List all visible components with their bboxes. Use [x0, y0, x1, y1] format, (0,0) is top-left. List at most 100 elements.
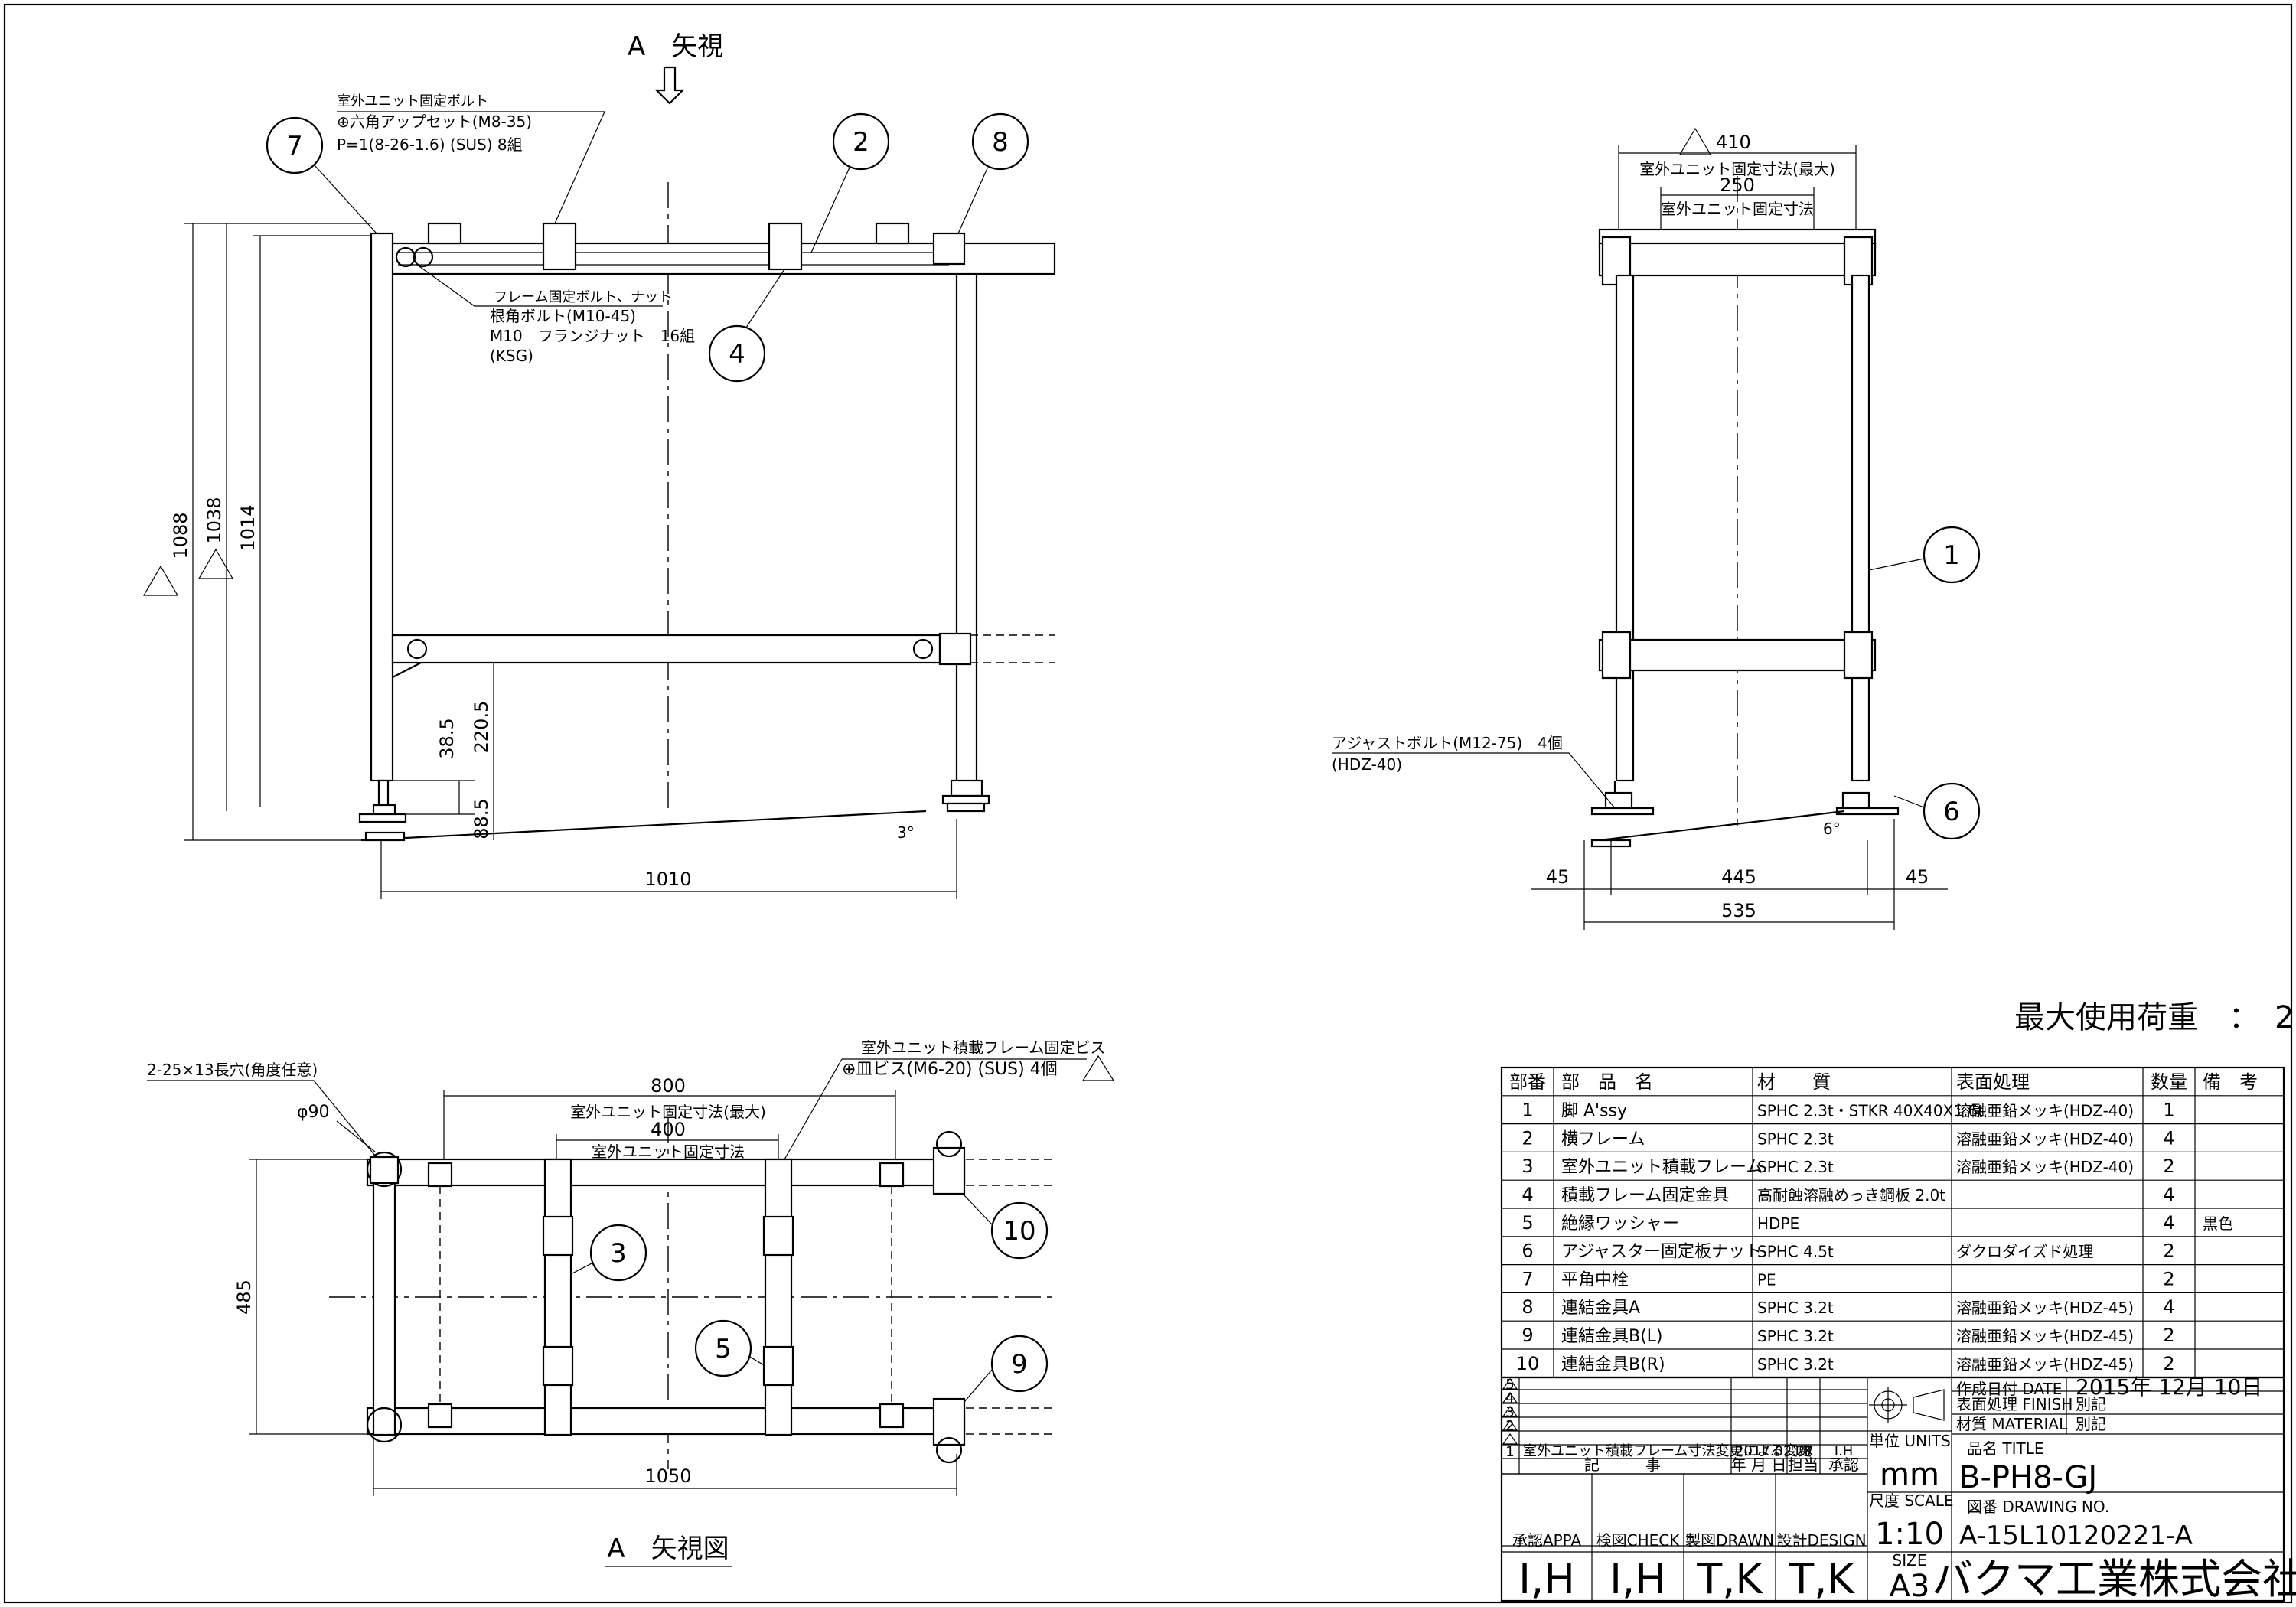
parts-table-cell: SPHC 3.2t: [1757, 1299, 1834, 1317]
callout-4: 4: [708, 269, 785, 383]
dim-485: 485: [233, 1159, 371, 1435]
parts-table-cell: SPHC 4.5t: [1757, 1243, 1834, 1261]
horizontal-frame-bottom: [391, 632, 1055, 678]
parts-table-header: 表面処理: [1956, 1071, 2030, 1093]
parts-table-cell: 1: [2163, 1100, 2174, 1121]
front-view: 410 室外ユニット固定寸法(最大) 250 室外ユニット固定寸法 アジャストボ…: [1332, 127, 1981, 930]
dim-1038: 1038: [197, 223, 234, 811]
svg-text:1: 1: [1943, 540, 1960, 571]
svg-text:8: 8: [992, 127, 1009, 158]
dim-250: 250 室外ユニット固定寸法: [1660, 174, 1815, 230]
svg-text:400: 400: [651, 1119, 686, 1140]
revision-triangle-icon: [197, 548, 234, 579]
note-adjust-bolt: アジャストボルト(M12-75) 4個 (HDZ-40): [1332, 734, 1616, 809]
parts-table-header: 数量: [2151, 1071, 2187, 1093]
dim-1050: 1050: [373, 1439, 957, 1496]
svg-text:1014: 1014: [237, 504, 259, 551]
svg-text:7: 7: [286, 131, 303, 161]
parts-table-cell: 4: [2163, 1184, 2174, 1205]
svg-text:(KSG): (KSG): [490, 347, 533, 365]
svg-text:45: 45: [1546, 866, 1570, 888]
svg-text:10: 10: [1003, 1216, 1035, 1247]
callout-8: 8: [957, 112, 1029, 234]
svg-text:1088: 1088: [170, 512, 191, 559]
parts-table-cell: 3: [1521, 1156, 1533, 1177]
svg-text:表面処理 FINISH: 表面処理 FINISH: [1956, 1395, 2073, 1413]
svg-text:室外ユニット固定寸法: 室外ユニット固定寸法: [592, 1143, 745, 1161]
parts-table-cell: 高耐蝕溶融めっき鋼板 2.0t: [1757, 1186, 1945, 1204]
side-view: A 矢視: [142, 31, 1056, 899]
parts-table-header: 材 質: [1757, 1071, 1831, 1093]
svg-text:T,K: T,K: [1696, 1555, 1763, 1603]
parts-table-cell: 2: [2163, 1156, 2174, 1177]
parts-table-cell: 溶融亜鉛メッキ(HDZ-45): [1956, 1355, 2134, 1374]
svg-text:38.5: 38.5: [436, 718, 458, 758]
svg-text:445: 445: [1721, 866, 1756, 888]
svg-text:I,H: I,H: [1518, 1555, 1575, 1603]
svg-text:室外ユニット固定ボルト: 室外ユニット固定ボルト: [337, 93, 488, 109]
revision-by: T.K: [1792, 1443, 1815, 1459]
parts-table-cell: SPHC 2.3t: [1757, 1129, 1834, 1148]
plan-view-title: A 矢視図: [607, 1534, 729, 1564]
parts-table-cell: 2: [2163, 1353, 2174, 1374]
svg-text:1038: 1038: [204, 497, 225, 543]
revision-triangle-icon: [1081, 1054, 1115, 1081]
sheet-border: [3, 3, 2293, 1604]
revision-triangle-icon: [142, 565, 179, 596]
parts-table-cell: 4: [2163, 1212, 2174, 1234]
svg-text:図番 DRAWING NO.: 図番 DRAWING NO.: [1967, 1498, 2109, 1516]
svg-text:別記: 別記: [2076, 1395, 2106, 1413]
note-outdoor-unit-bolt: 室外ユニット固定ボルト ⊕六角アップセット(M8-35) P=1(8-26-1.…: [337, 93, 605, 224]
parts-table-header: 部 品 名: [1561, 1071, 1653, 1093]
svg-text:1: 1: [1505, 1444, 1514, 1460]
svg-text:9: 9: [1011, 1349, 1028, 1380]
svg-text:5: 5: [715, 1334, 732, 1364]
svg-text:別記: 別記: [2076, 1415, 2106, 1433]
svg-text:尺度 SCALE: 尺度 SCALE: [1869, 1491, 1953, 1510]
svg-text:1050: 1050: [644, 1465, 691, 1487]
parts-table-cell: 連結金具A: [1561, 1299, 1640, 1318]
parts-table-cell: 4: [1521, 1184, 1533, 1205]
svg-text:設計DESIGN: 設計DESIGN: [1776, 1531, 1866, 1550]
parts-table-cell: 溶融亜鉛メッキ(HDZ-45): [1956, 1327, 2134, 1345]
svg-text:承認: 承認: [1828, 1455, 1859, 1474]
leg-right: [941, 274, 990, 813]
parts-table-cell: 6: [1521, 1240, 1533, 1262]
parts-table-cell: 1: [1521, 1100, 1533, 1121]
svg-text:品名 TITLE: 品名 TITLE: [1967, 1439, 2043, 1458]
callout-10: 10: [962, 1193, 1049, 1260]
angle-3deg-label: 3°: [897, 823, 915, 842]
drawing-number: A-15L10120221-A: [1959, 1521, 2193, 1551]
company-name: バクマ工業株式会社: [1932, 1555, 2296, 1603]
svg-text:3: 3: [610, 1238, 627, 1269]
angle-6deg-label: 6°: [1823, 820, 1841, 838]
parts-table-cell: 積載フレーム固定金具: [1561, 1186, 1729, 1205]
svg-text:6: 6: [1943, 797, 1960, 827]
parts-table-cell: SPHC 3.2t: [1757, 1327, 1834, 1345]
callout-6: 6: [1893, 782, 1981, 840]
note-frame-screw: 室外ユニット積載フレーム固定ビス ⊕皿ビス(M6-20) (SUS) 4個: [784, 1038, 1115, 1160]
max-load-label: 最大使用荷重 ： 200kg: [2014, 1000, 2296, 1035]
svg-text:45: 45: [1906, 866, 1929, 888]
dim-1088: 1088: [142, 223, 371, 841]
parts-table-cell: 絶縁ワッシャー: [1561, 1214, 1679, 1234]
note-frame-fixing-bolt: フレーム固定ボルト、ナット 根角ボルト(M10-45) M10 フランジナット …: [416, 264, 695, 365]
parts-table-cell: 溶融亜鉛メッキ(HDZ-40): [1956, 1158, 2134, 1176]
parts-table-cell: 5: [1521, 1212, 1533, 1234]
parts-table-cell: PE: [1757, 1270, 1776, 1289]
svg-text:220.5: 220.5: [471, 701, 492, 754]
svg-text:2: 2: [853, 127, 869, 158]
svg-text:2-25×13長穴(角度任意): 2-25×13長穴(角度任意): [147, 1061, 318, 1079]
callout-1: 1: [1868, 526, 1981, 584]
parts-table-cell: SPHC 3.2t: [1757, 1355, 1834, 1374]
parts-table-header: 備 考: [2203, 1071, 2258, 1093]
revision-approval: I.H: [1835, 1443, 1854, 1459]
parts-table-cell: 4: [2163, 1127, 2174, 1149]
dims-bottom-front: 45 445 45 535: [1531, 819, 1948, 930]
parts-table-cell: 連結金具B(L): [1561, 1327, 1663, 1346]
svg-text:88.5: 88.5: [471, 798, 492, 839]
parts-table-cell: 10: [1516, 1353, 1540, 1374]
svg-text:250: 250: [1720, 174, 1755, 196]
third-angle-projection-icon: [1869, 1387, 1945, 1423]
